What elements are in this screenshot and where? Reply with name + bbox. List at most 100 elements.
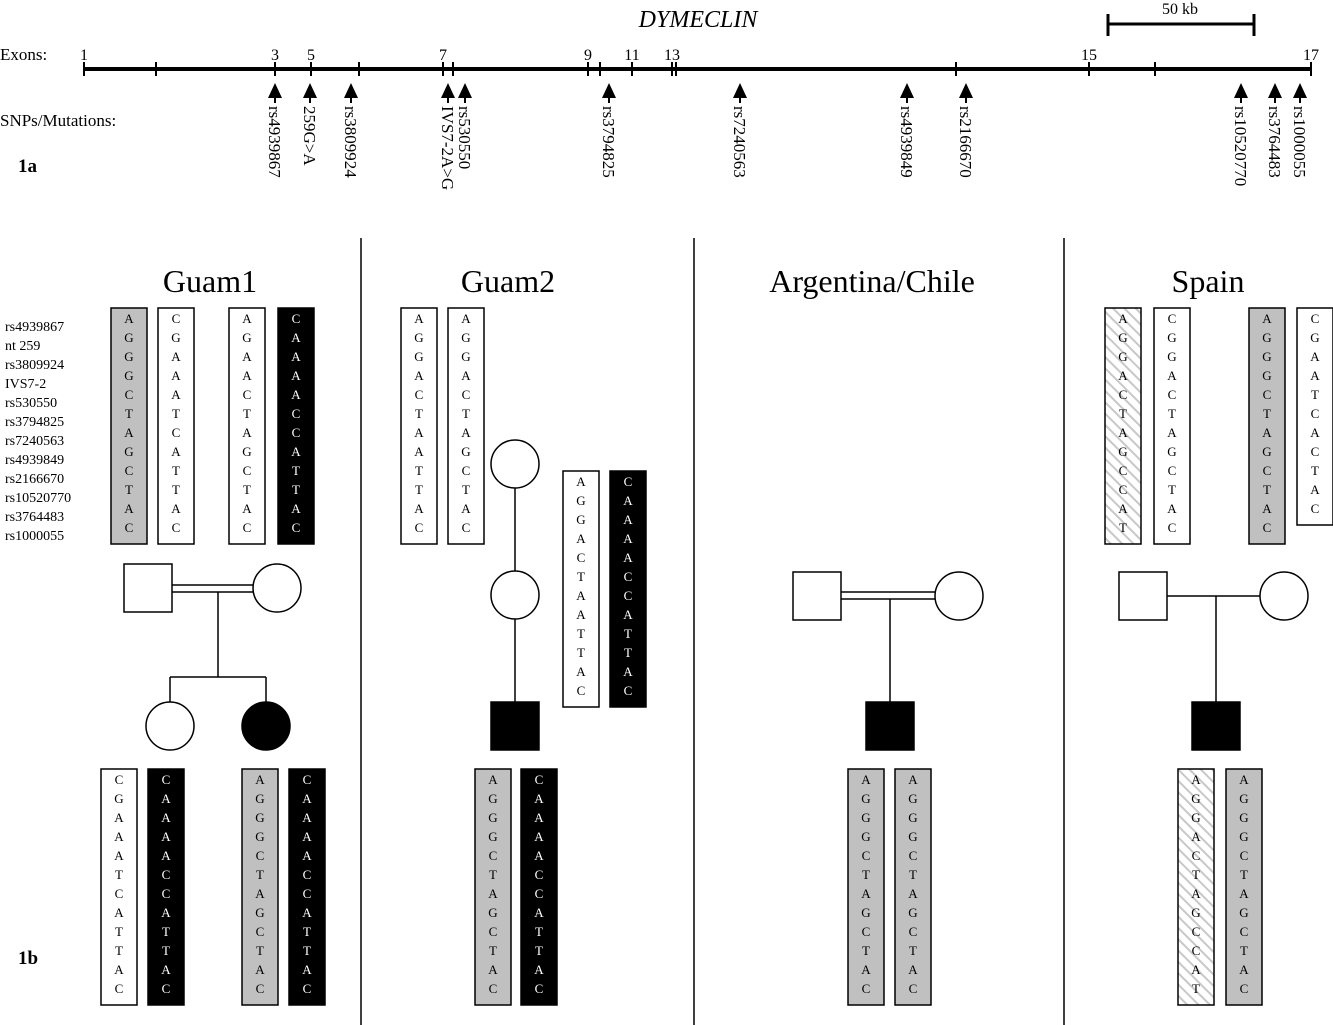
allele: A: [1118, 368, 1128, 383]
allele: A: [1239, 772, 1249, 787]
allele: G: [414, 330, 423, 345]
allele: A: [534, 829, 544, 844]
allele: T: [303, 943, 311, 958]
exon-number: 13: [664, 47, 680, 64]
snp-label: rs530550: [455, 106, 474, 169]
allele: A: [534, 905, 544, 920]
allele: C: [535, 886, 544, 901]
allele: C: [1311, 501, 1320, 516]
allele: T: [256, 867, 264, 882]
allele: T: [243, 406, 251, 421]
allele: T: [1240, 943, 1248, 958]
snp-arrow-icon: [959, 83, 973, 98]
allele: G: [1239, 810, 1248, 825]
snp-label: rs4939849: [897, 106, 916, 178]
snp-label: 259G>A: [300, 106, 319, 166]
allele: T: [415, 482, 423, 497]
marker-label: rs3809924: [5, 358, 64, 373]
allele: G: [861, 810, 870, 825]
allele: A: [114, 848, 124, 863]
snp-marker: rs4939849: [897, 83, 916, 178]
allele: G: [242, 330, 251, 345]
allele: A: [861, 772, 871, 787]
haplotype-columns: AGGGCTAGCTACCGAAATCATTACAGAACTAGCTACCAAA…: [100, 307, 1333, 1006]
family-title-spain: Spain: [1172, 263, 1245, 299]
allele: C: [303, 772, 312, 787]
allele: G: [114, 791, 123, 806]
allele: G: [124, 444, 133, 459]
allele: G: [576, 512, 585, 527]
allele: A: [255, 962, 265, 977]
allele: T: [862, 943, 870, 958]
allele: A: [488, 962, 498, 977]
allele: T: [303, 924, 311, 939]
allele: A: [1239, 886, 1249, 901]
allele: C: [292, 425, 301, 440]
marker-label: nt 259: [5, 339, 40, 354]
allele: C: [243, 463, 252, 478]
allele: A: [1191, 962, 1201, 977]
allele: A: [302, 905, 312, 920]
allele: A: [414, 501, 424, 516]
allele: G: [1239, 791, 1248, 806]
allele: A: [414, 425, 424, 440]
allele: T: [462, 406, 470, 421]
allele: T: [415, 463, 423, 478]
exon-number: 17: [1303, 47, 1319, 64]
allele: A: [255, 772, 265, 787]
allele: A: [242, 368, 252, 383]
snp-label: rs2166670: [956, 106, 975, 178]
allele: A: [1310, 368, 1320, 383]
allele: G: [1262, 349, 1271, 364]
allele: G: [1262, 330, 1271, 345]
allele: A: [623, 493, 633, 508]
family-title-guam2: Guam2: [461, 263, 555, 299]
allele: T: [535, 924, 543, 939]
allele: A: [488, 886, 498, 901]
exon-number: 5: [307, 47, 315, 64]
allele: A: [534, 791, 544, 806]
snp-marker: rs1000055: [1290, 83, 1309, 178]
allele: C: [172, 425, 181, 440]
allele: A: [291, 349, 301, 364]
allele: A: [1262, 311, 1272, 326]
allele: G: [461, 330, 470, 345]
allele: C: [243, 520, 252, 535]
allele: C: [535, 981, 544, 996]
allele: A: [576, 531, 586, 546]
allele: A: [534, 848, 544, 863]
allele: C: [243, 387, 252, 402]
snp-marker: rs3764483: [1265, 83, 1284, 178]
allele: T: [489, 943, 497, 958]
allele: C: [862, 924, 871, 939]
allele: T: [624, 626, 632, 641]
marker-label: rs7240563: [5, 434, 64, 449]
allele: A: [1167, 501, 1177, 516]
allele: T: [1168, 482, 1176, 497]
allele: T: [1311, 387, 1319, 402]
allele: C: [292, 520, 301, 535]
allele: C: [1192, 943, 1201, 958]
scale-bar: 50 kb: [1106, 1, 1256, 36]
allele: C: [1263, 463, 1272, 478]
snp-arrow-icon: [733, 83, 747, 98]
allele: A: [114, 829, 124, 844]
allele: T: [1119, 406, 1127, 421]
snp-label: rs10520770: [1231, 106, 1250, 186]
exons-label: Exons:: [0, 45, 47, 64]
family-title-guam1: Guam1: [163, 263, 257, 299]
allele: G: [1191, 905, 1200, 920]
exon-number: 3: [271, 47, 279, 64]
allele: A: [1167, 368, 1177, 383]
male-symbol: [1118, 571, 1168, 621]
pedigree-argentina-chile: [792, 571, 984, 751]
